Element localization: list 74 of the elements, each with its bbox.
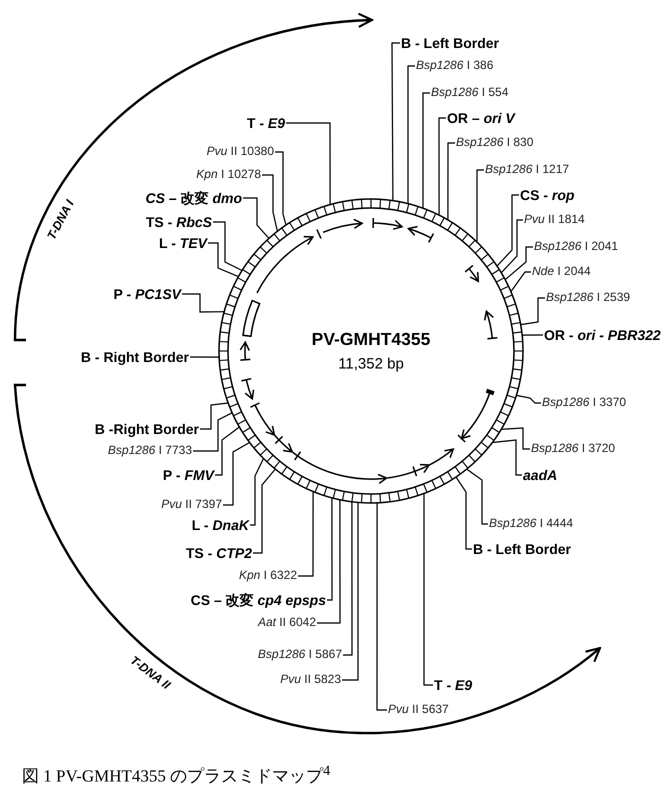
leader-line <box>423 494 433 686</box>
site-label: Bsp1286 I 2041 <box>533 240 620 254</box>
leader-line <box>522 334 543 336</box>
leader-line <box>298 492 314 577</box>
site-label: Bsp1286 I 830 <box>455 136 534 150</box>
feature-label: CS – 改変 dmo <box>144 190 243 206</box>
leader-line <box>213 221 242 272</box>
site-label: Bsp1286 I 4444 <box>488 517 574 531</box>
feature-label: B - Right Border <box>80 348 190 366</box>
feature-label: T - E9 <box>433 676 474 694</box>
leader-line <box>496 194 519 266</box>
feature-label: B -Right Border <box>94 420 200 438</box>
leader-line <box>343 502 353 656</box>
leader-line <box>327 498 333 601</box>
leader-line <box>215 426 240 476</box>
leader-line <box>193 412 232 452</box>
leader-line <box>504 246 533 280</box>
feature-label: T - E9 <box>246 114 286 132</box>
leader-line <box>492 439 522 476</box>
feature-label: OR – ori V <box>446 110 516 126</box>
leader-line <box>447 142 455 220</box>
leader-line <box>422 92 430 208</box>
leader-line <box>438 117 446 216</box>
feature-label: OR - ori - PBR322 <box>543 326 662 344</box>
leader-line <box>190 356 220 358</box>
site-label: Kpn I 10278 <box>195 168 262 182</box>
site-label: Pvu II 10380 <box>206 145 275 159</box>
site-label: Bsp1286 I 1217 <box>484 163 570 177</box>
leader-line <box>501 427 530 450</box>
feature-label: L - TEV <box>158 234 208 252</box>
site-label: Bsp1286 I 3720 <box>530 442 616 456</box>
leader-line <box>253 468 276 554</box>
site-label: Bsp1286 I 2539 <box>545 291 632 305</box>
site-label: Bsp1286 I 5867 <box>256 648 343 662</box>
site-label: Bsp1286 I 386 <box>415 59 494 73</box>
leader-line <box>262 174 278 232</box>
feature-label: P - FMV <box>162 466 215 484</box>
site-label: Nde I 2044 <box>531 265 592 279</box>
leader-line <box>286 122 331 205</box>
leader-line <box>182 293 224 313</box>
site-label: Bsp1286 I 7733 <box>106 444 193 458</box>
leader-line <box>376 502 387 711</box>
leader-line <box>208 242 239 278</box>
leader-line <box>275 151 287 226</box>
feature-label: TS - CTP2 <box>184 544 253 562</box>
site-label: Pvu II 7397 <box>160 498 223 512</box>
site-label: Bsp1286 I 3370 <box>541 396 628 410</box>
feature-label: aadA <box>522 466 558 484</box>
feature-label: P - PC1SV <box>112 286 182 302</box>
leader-line <box>407 65 415 204</box>
site-label: Bsp1286 I 554 <box>430 86 510 100</box>
site-label: Pvu II 5637 <box>387 703 450 717</box>
site-label: Aat II 6042 <box>256 616 317 630</box>
leader-line <box>456 476 472 550</box>
leader-line <box>466 468 488 525</box>
leader-line <box>516 394 541 404</box>
feature-label: L - DnaK <box>190 516 250 534</box>
leader-line <box>223 442 250 506</box>
leader-line <box>317 500 341 624</box>
leader-line <box>520 297 545 326</box>
leader-line <box>200 402 228 430</box>
leader-line <box>342 502 359 681</box>
figure-caption: 図 1 PV-GMHT4355 のプラスミドマップ$^{4}$ <box>22 762 330 788</box>
feature-label: TS - RbcS <box>144 214 213 230</box>
feature-label: B - Left Border <box>400 34 500 52</box>
leader-line <box>510 271 531 292</box>
feature-label: CS – 改変 cp4 epsps <box>190 592 327 608</box>
site-label: Pvu II 5823 <box>279 673 342 687</box>
leader-line <box>500 219 523 274</box>
leader-line <box>391 42 400 201</box>
feature-label: B - Left Border <box>472 540 572 558</box>
site-label: Kpn I 6322 <box>238 569 298 583</box>
feature-label: CS - rop <box>519 186 576 204</box>
site-label: Pvu II 1814 <box>523 213 586 227</box>
